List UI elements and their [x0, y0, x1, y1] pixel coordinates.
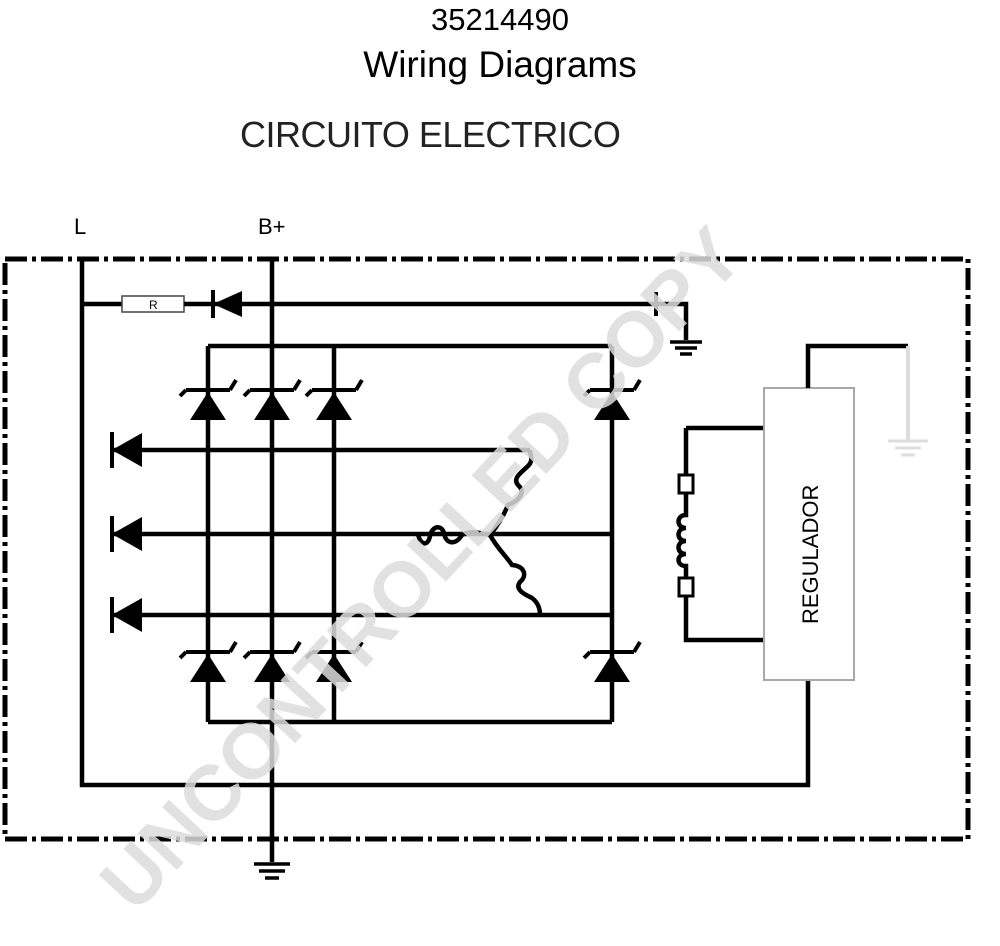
zener-diode-icon — [242, 378, 302, 420]
zener-diode-icon — [178, 378, 238, 420]
zener-diode-icon — [178, 640, 238, 682]
resistor-branch: R — [82, 290, 689, 340]
diode-icon — [112, 433, 142, 467]
watermark: UNCONTROLLED COPY — [83, 211, 759, 927]
page-subtitle: Wiring Diagrams — [363, 44, 637, 85]
zener-diode-icon — [304, 378, 364, 420]
field-coil — [676, 425, 764, 643]
diode-icon — [112, 598, 142, 632]
regulator-label: REGULADOR — [798, 485, 823, 624]
regulator-box — [763, 387, 855, 681]
diagram-title: CIRCUITO ELECTRICO — [240, 114, 621, 155]
l-line — [79, 259, 811, 788]
zener-diode-icon — [242, 640, 302, 682]
regulator: REGULADOR — [763, 343, 910, 681]
terminal-bplus-label: B+ — [258, 214, 286, 239]
ground-top-icon — [670, 340, 702, 356]
ground-right-icon — [888, 439, 928, 457]
stator-winding — [415, 449, 543, 616]
zener-diode-icon — [304, 640, 364, 682]
part-number: 35214490 — [431, 2, 569, 37]
housing-outline — [2, 256, 971, 842]
zener-diode-icon — [582, 640, 642, 682]
diode-icon — [213, 291, 242, 317]
exciter-diodes — [110, 432, 612, 633]
diode-icon — [112, 517, 142, 551]
zener-diode-icon — [582, 378, 642, 420]
resistor-label: R — [149, 298, 158, 312]
ground-bottom-icon — [254, 862, 290, 880]
terminal-l-label: L — [74, 214, 86, 239]
